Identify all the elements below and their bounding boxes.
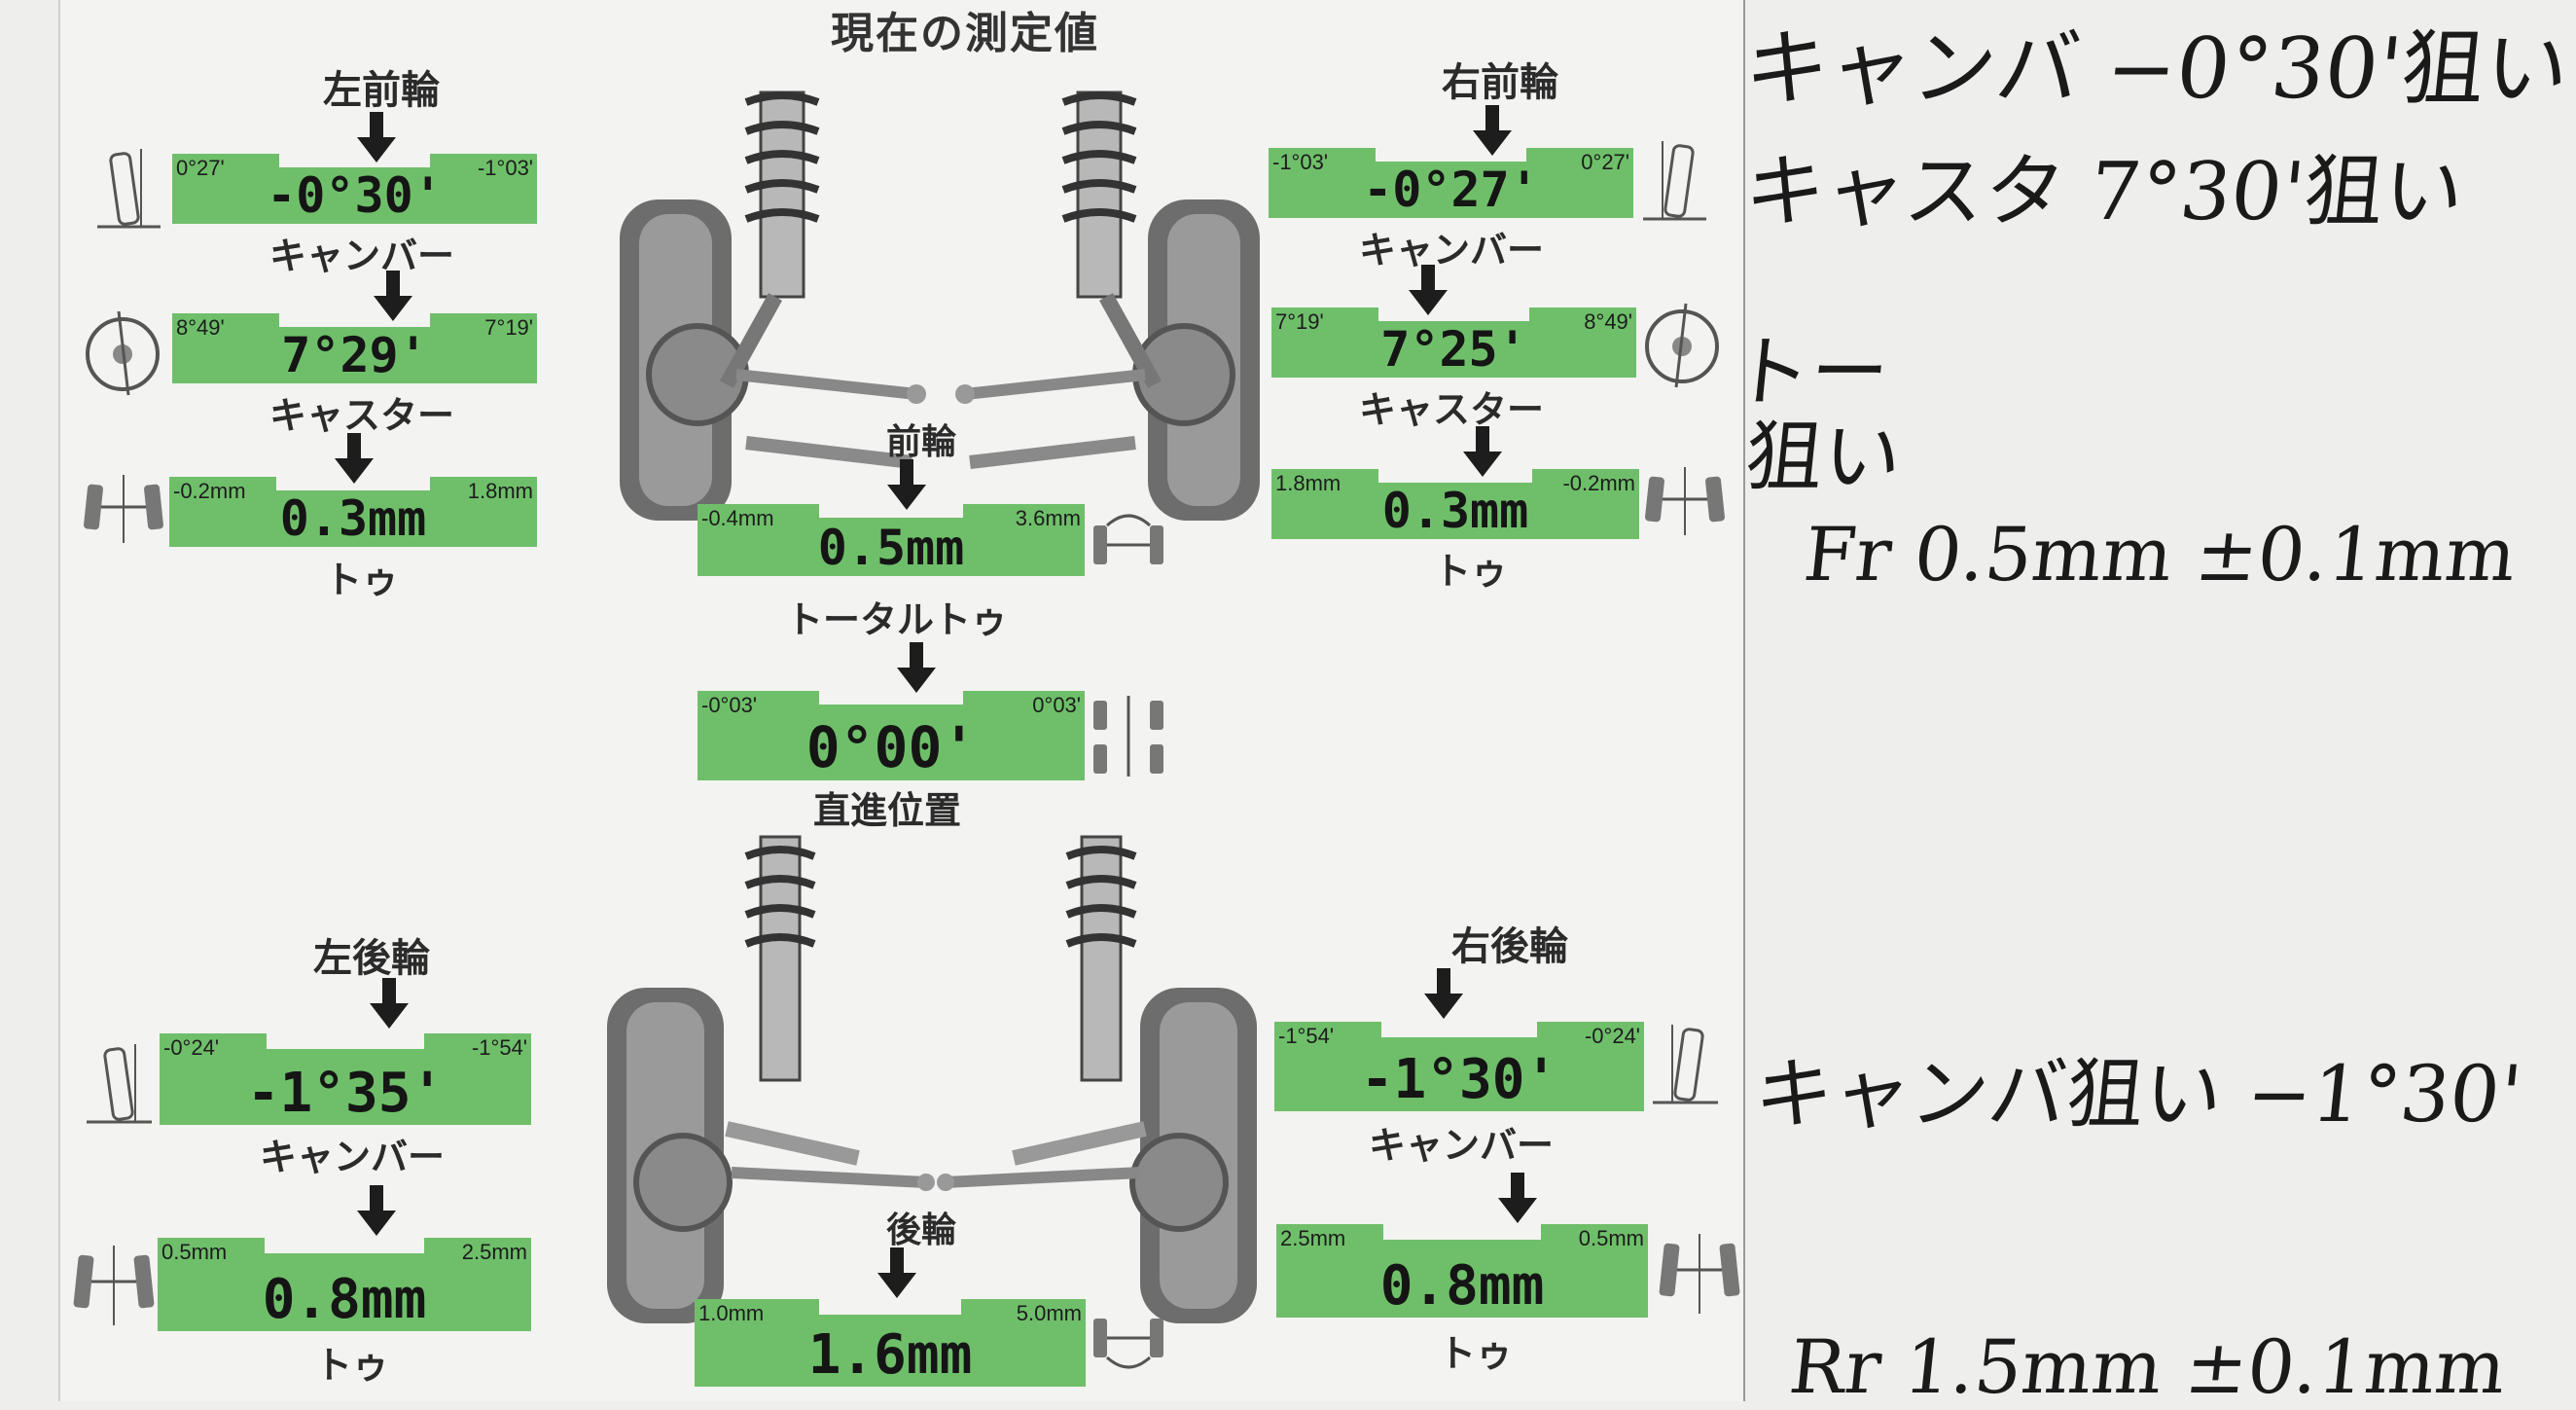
front-left-caster-value: 7°29' [281, 327, 428, 383]
front-left-toe-min: -0.2mm [173, 479, 246, 503]
front-right-caster-max: 8°49' [1584, 309, 1632, 334]
rear-left-camber-gauge: -0°24' -1°54' -1°35' [160, 1033, 531, 1125]
rear-axle-title: 後輪 [885, 1211, 956, 1250]
front-right-caster-min: 7°19' [1275, 309, 1324, 334]
rear-right-title: 右後輪 [1451, 924, 1568, 969]
toe-icon [1659, 1234, 1740, 1314]
rear-right-toe-value: 0.8mm [1379, 1254, 1545, 1318]
rear-left-camber-max: -1°54' [471, 1035, 527, 1060]
front-left-camber-gauge: 0°27' -1°03' -0°30' [172, 154, 537, 224]
front-right-camber-label: キャンバー [1358, 229, 1544, 271]
camber-icon [1653, 1025, 1718, 1104]
front-right-camber-value: -0°27' [1363, 162, 1539, 218]
front-right-camber-gauge: -1°03' 0°27' -0°27' [1269, 148, 1633, 218]
rear-left-toe-label: トゥ [314, 1344, 389, 1387]
rear-left-title: 左後輪 [313, 936, 430, 981]
front-left-camber-label: キャンバー [268, 235, 454, 277]
rear-right-toe-label: トゥ [1438, 1332, 1513, 1375]
rear-right-camber-max: -0°24' [1584, 1024, 1640, 1048]
note-front-camber-target: キャンバ −0°30'狙い [1739, 20, 2574, 118]
front-axle-title: 前輪 [885, 422, 956, 462]
front-left-title: 左前輪 [323, 68, 440, 113]
total-toe-icon [1093, 514, 1163, 564]
front-left-toe-value: 0.3mm [279, 490, 427, 547]
front-suspension-illustration [620, 90, 1260, 521]
thrust-angle-max: 0°03' [1032, 693, 1081, 717]
rear-left-toe-max: 2.5mm [461, 1240, 527, 1264]
front-left-camber-min: 0°27' [176, 156, 225, 180]
rear-right-toe-max: 0.5mm [1578, 1226, 1644, 1250]
rear-left-camber-value: -1°35' [246, 1062, 445, 1125]
rear-right-toe-min: 2.5mm [1280, 1226, 1346, 1250]
rear-total-toe-gauge: 1.0mm 5.0mm 1.6mm [695, 1299, 1086, 1387]
rear-total-toe-value: 1.6mm [807, 1323, 973, 1387]
front-right-toe-gauge: 1.8mm -0.2mm 0.3mm [1271, 469, 1639, 539]
toe-icon [73, 1246, 155, 1325]
camber-icon [97, 149, 161, 229]
rear-total-toe-min: 1.0mm [698, 1301, 765, 1325]
front-left-caster-max: 7°19' [484, 315, 533, 340]
caster-icon [1645, 303, 1719, 388]
note-toe-target-label: 狙い [1740, 412, 1907, 502]
rear-suspension-illustration [607, 835, 1257, 1323]
front-left-camber-value: -0°30' [267, 167, 443, 224]
front-right-toe-label: トゥ [1433, 550, 1508, 593]
front-right-caster-gauge: 7°19' 8°49' 7°25' [1271, 307, 1636, 378]
rear-left-toe-gauge: 0.5mm 2.5mm 0.8mm [158, 1238, 531, 1331]
caster-icon [86, 310, 160, 396]
alignment-report-sheet: 現在の測定値 左前輪 0°27' -1°03' -0°30' キャンバー 8°4… [58, 0, 1745, 1401]
front-right-camber-max: 0°27' [1581, 150, 1629, 174]
camber-icon [87, 1044, 152, 1124]
front-left-camber-max: -1°03' [477, 156, 533, 180]
rear-right-camber-min: -1°54' [1278, 1024, 1335, 1048]
rear-right-toe-gauge: 2.5mm 0.5mm 0.8mm [1276, 1224, 1648, 1318]
front-total-toe-max: 3.6mm [1015, 506, 1081, 530]
rear-left-camber-min: -0°24' [163, 1035, 220, 1060]
front-left-caster-gauge: 8°49' 7°19' 7°29' [172, 313, 537, 383]
front-right-caster-label: キャスター [1358, 388, 1544, 431]
thrust-angle-value: 0°00' [805, 714, 977, 780]
front-left-toe-max: 1.8mm [467, 479, 533, 503]
note-caster-target: キャスタ 7°30'狙い [1740, 146, 2469, 238]
toe-icon [1645, 467, 1725, 535]
rear-total-toe-max: 5.0mm [1016, 1301, 1082, 1325]
note-rear-toe-target: Rr 1.5mm ±0.1mm [1785, 1323, 2511, 1410]
camber-icon [1643, 141, 1706, 221]
page-title: 現在の測定値 [831, 9, 1099, 58]
note-rear-camber-target: キャンバ狙い −1°30' [1750, 1049, 2526, 1139]
front-left-toe-label: トゥ [324, 559, 399, 601]
rear-left-toe-min: 0.5mm [161, 1240, 228, 1264]
thrust-angle-label: 直進位置 [812, 789, 961, 832]
thrust-angle-gauge: -0°03' 0°03' 0°00' [698, 691, 1085, 780]
front-total-toe-gauge: -0.4mm 3.6mm 0.5mm [698, 504, 1085, 576]
rear-right-camber-gauge: -1°54' -0°24' -1°30' [1274, 1022, 1644, 1111]
front-left-caster-min: 8°49' [176, 315, 225, 340]
front-right-toe-max: -0.2mm [1562, 471, 1635, 495]
front-total-toe-min: -0.4mm [701, 506, 774, 530]
front-left-caster-label: キャスター [268, 394, 454, 437]
rear-right-camber-value: -1°30' [1360, 1048, 1558, 1111]
front-right-toe-min: 1.8mm [1275, 471, 1342, 495]
front-total-toe-value: 0.5mm [817, 520, 965, 576]
front-right-camber-min: -1°03' [1272, 150, 1329, 174]
rear-left-camber-label: キャンバー [259, 1136, 445, 1178]
front-total-toe-label: トータルトゥ [785, 598, 1008, 641]
note-front-toe-target: Fr 0.5mm ±0.1mm [1800, 511, 2521, 597]
toe-icon [84, 475, 163, 543]
thrust-angle-min: -0°03' [701, 693, 758, 717]
front-right-caster-value: 7°25' [1380, 321, 1527, 378]
front-left-toe-gauge: -0.2mm 1.8mm 0.3mm [169, 477, 537, 547]
front-right-title: 右前輪 [1442, 60, 1558, 105]
rear-left-toe-value: 0.8mm [262, 1268, 427, 1331]
total-toe-icon [1093, 1319, 1163, 1369]
rear-right-camber-label: キャンバー [1368, 1124, 1554, 1167]
front-right-toe-value: 0.3mm [1381, 483, 1529, 539]
thrust-angle-icon [1093, 696, 1163, 777]
